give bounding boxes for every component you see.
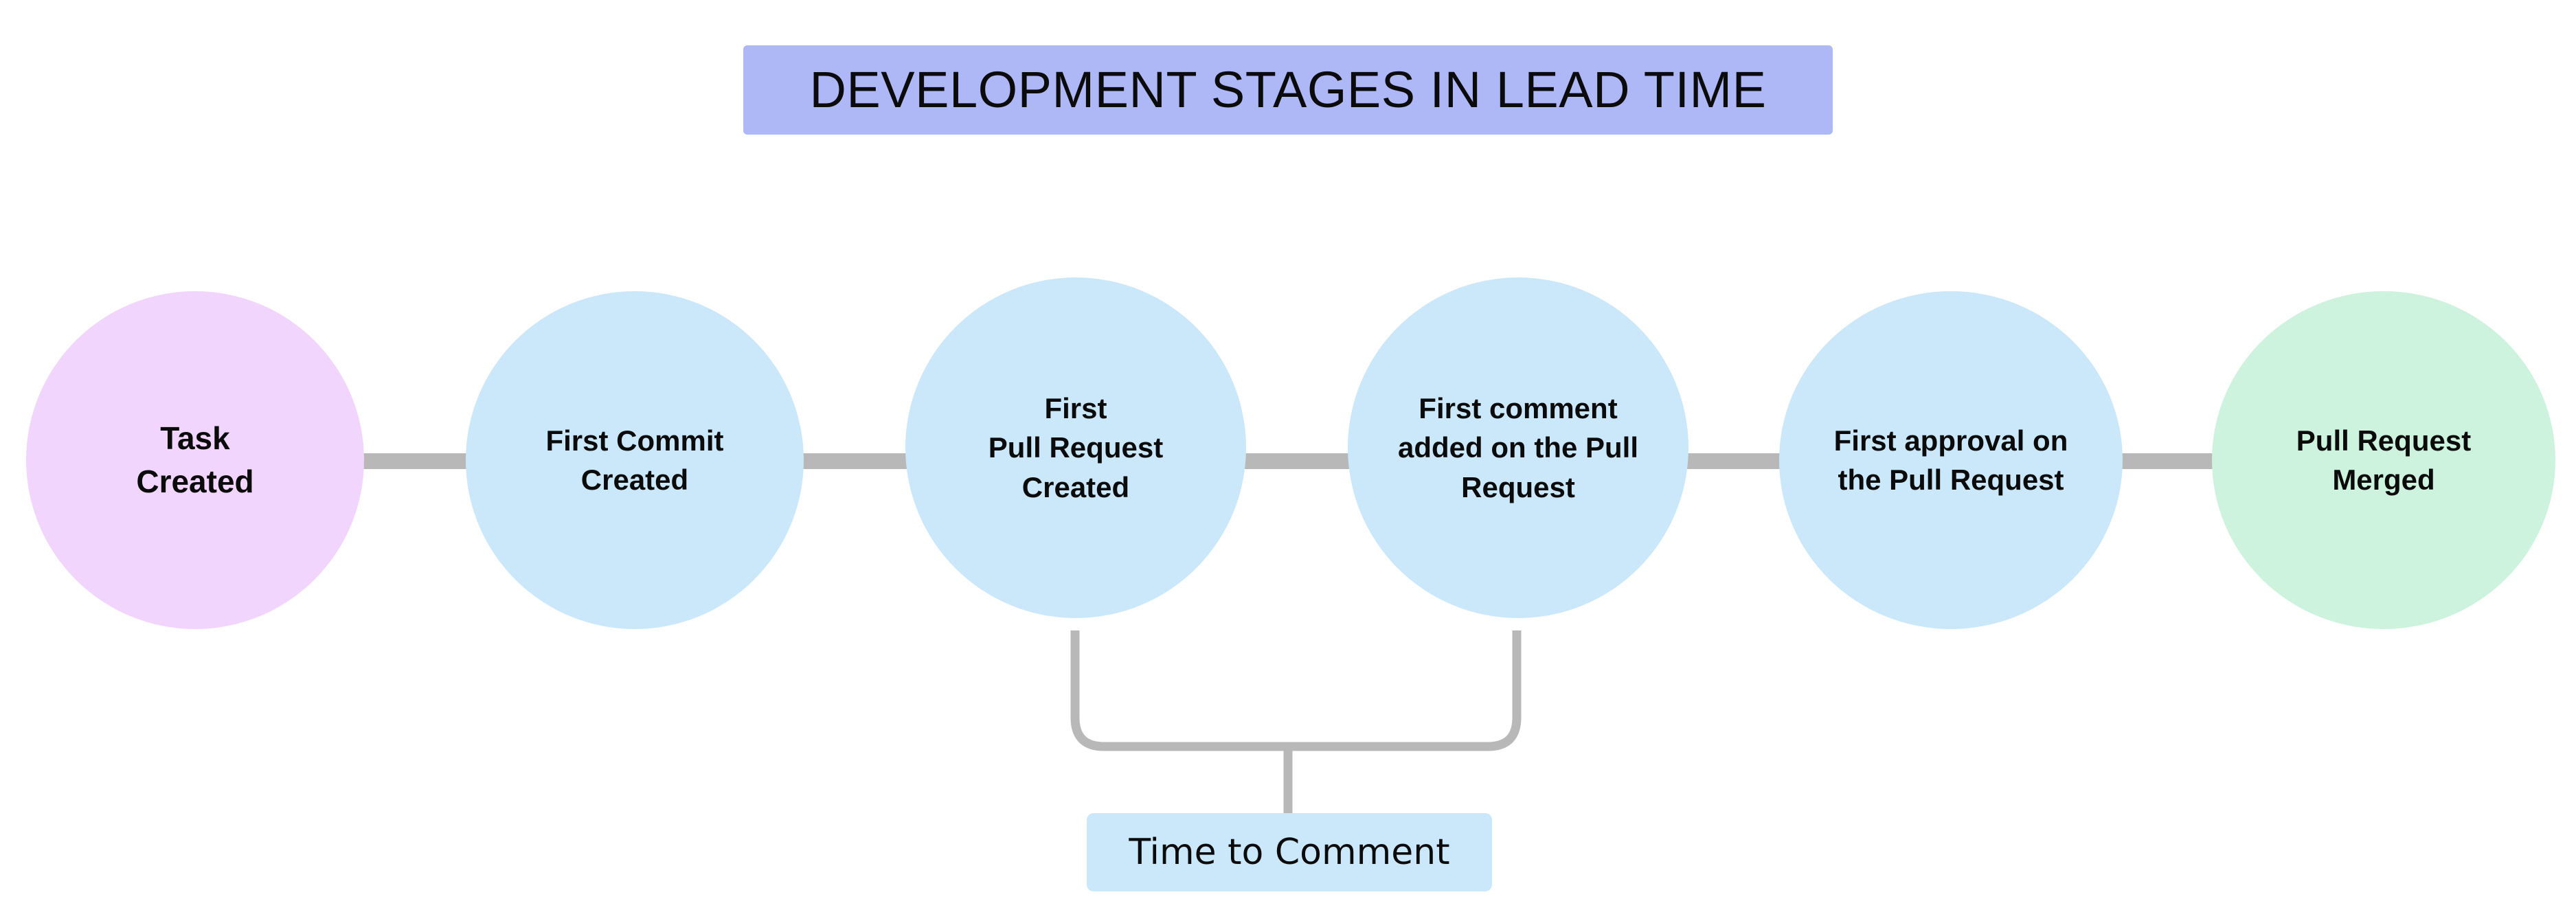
- stage-node-pull-request-merged[interactable]: Pull Request Merged: [2212, 291, 2555, 629]
- page-title: DEVELOPMENT STAGES IN LEAD TIME: [809, 61, 1767, 118]
- stage-label: Pull Request Merged: [2296, 424, 2472, 496]
- stage-node-task-created[interactable]: Task Created: [26, 291, 364, 629]
- stage-node-first-pull-request-created[interactable]: First Pull Request Created: [905, 277, 1246, 618]
- connector-first-pull-request-created-to-first-comment-added: [1239, 453, 1356, 469]
- diagram-title-banner: DEVELOPMENT STAGES IN LEAD TIME: [743, 45, 1833, 135]
- stage-node-first-commit-created[interactable]: First Commit Created: [466, 291, 804, 629]
- annotation-label: Time to Comment: [1129, 832, 1450, 873]
- stage-label: Task Created: [136, 420, 254, 499]
- stage-label: First comment added on the Pull Request: [1397, 392, 1638, 503]
- stage-label: First approval on the Pull Request: [1833, 424, 2068, 496]
- bracket-right-arm: [1288, 630, 1522, 751]
- stage-label: First Pull Request Created: [988, 392, 1164, 503]
- connector-first-commit-created-to-first-pull-request-created: [797, 453, 914, 469]
- stage-label: First Commit Created: [545, 424, 724, 496]
- stage-node-first-approval-on-the-pull-request[interactable]: First approval on the Pull Request: [1779, 291, 2123, 629]
- connector-task-created-to-first-commit-created: [357, 453, 474, 469]
- connector-first-comment-added-to-first-approval: [1682, 453, 1788, 469]
- bracket-left-arm: [1070, 630, 1288, 751]
- time-to-comment-bracket: [1070, 630, 1522, 814]
- stage-node-first-comment-added-on-the-pull-request[interactable]: First comment added on the Pull Request: [1348, 277, 1688, 618]
- connector-first-approval-to-pull-request-merged: [2116, 453, 2220, 469]
- annotation-time-to-comment[interactable]: Time to Comment: [1087, 813, 1492, 891]
